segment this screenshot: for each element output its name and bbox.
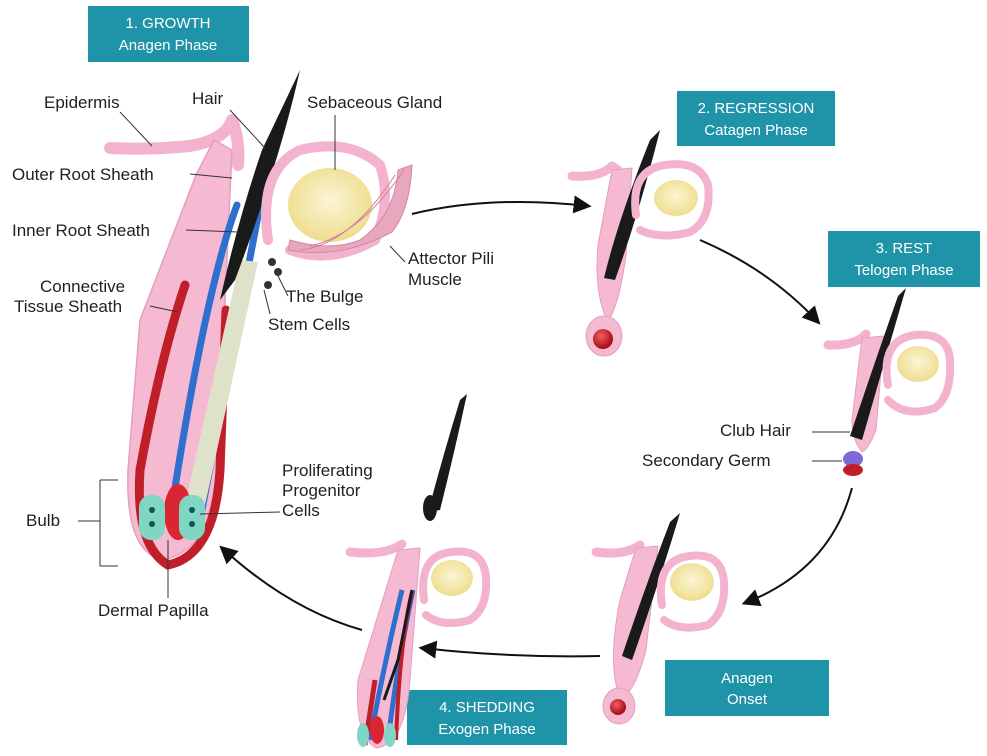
shedding-phase-box: 4. SHEDDING Exogen Phase [407, 690, 567, 745]
label-club-hair: Club Hair [720, 421, 791, 440]
shedding-phase-title: 4. SHEDDING [439, 699, 535, 716]
progenitor-cells-left [139, 495, 165, 540]
label-epidermis: Epidermis [44, 93, 120, 112]
regression-phase-subtitle: Catagen Phase [704, 122, 807, 139]
arrow-onset-to-shedding [422, 648, 600, 656]
label-hair: Hair [192, 89, 224, 108]
label-cells: Cells [282, 501, 320, 520]
label-connective-1: Connective [40, 277, 125, 296]
arrow-rest-to-onset [745, 488, 852, 603]
growth-phase-subtitle: Anagen Phase [119, 37, 217, 54]
label-connective-2: Tissue Sheath [14, 297, 122, 316]
hair-shaft [220, 70, 300, 300]
label-dermal-papilla: Dermal Papilla [98, 601, 209, 620]
label-proliferating: Proliferating [282, 461, 373, 480]
arrow-growth-to-regression [412, 202, 588, 214]
rest-phase-subtitle: Telogen Phase [854, 262, 953, 279]
growth-phase-title: 1. GROWTH [126, 15, 211, 32]
label-stem-cells: Stem Cells [268, 315, 350, 334]
label-attector-pili: Attector Pili [408, 249, 494, 268]
anagen-onset-subtitle: Onset [727, 691, 768, 708]
label-secondary-germ: Secondary Germ [642, 451, 771, 470]
regression-phase-title: 2. REGRESSION [698, 100, 815, 117]
label-inner-root-sheath: Inner Root Sheath [12, 221, 150, 240]
anagen-onset-title: Anagen [721, 670, 773, 687]
progenitor-cells-right [179, 495, 205, 540]
label-outer-root-sheath: Outer Root Sheath [12, 165, 154, 184]
rest-phase-title: 3. REST [876, 240, 933, 257]
label-sebaceous-gland: Sebaceous Gland [307, 93, 442, 112]
catagen-follicle [572, 130, 709, 356]
label-bulb: Bulb [26, 511, 60, 530]
regression-phase-box: 2. REGRESSION Catagen Phase [677, 91, 835, 146]
label-the-bulge: The Bulge [286, 287, 364, 306]
growth-phase-box: 1. GROWTH Anagen Phase [88, 6, 249, 62]
arrow-regression-to-rest [700, 240, 818, 322]
telogen-follicle [828, 288, 950, 476]
rest-phase-box: 3. REST Telogen Phase [828, 231, 980, 287]
sebaceous-gland [288, 168, 372, 242]
anagen-onset-box: Anagen Onset [665, 660, 829, 716]
label-progenitor: Progenitor [282, 481, 361, 500]
arrow-shedding-to-growth [222, 548, 362, 630]
shedding-phase-subtitle: Exogen Phase [438, 721, 536, 738]
label-muscle: Muscle [408, 270, 462, 289]
